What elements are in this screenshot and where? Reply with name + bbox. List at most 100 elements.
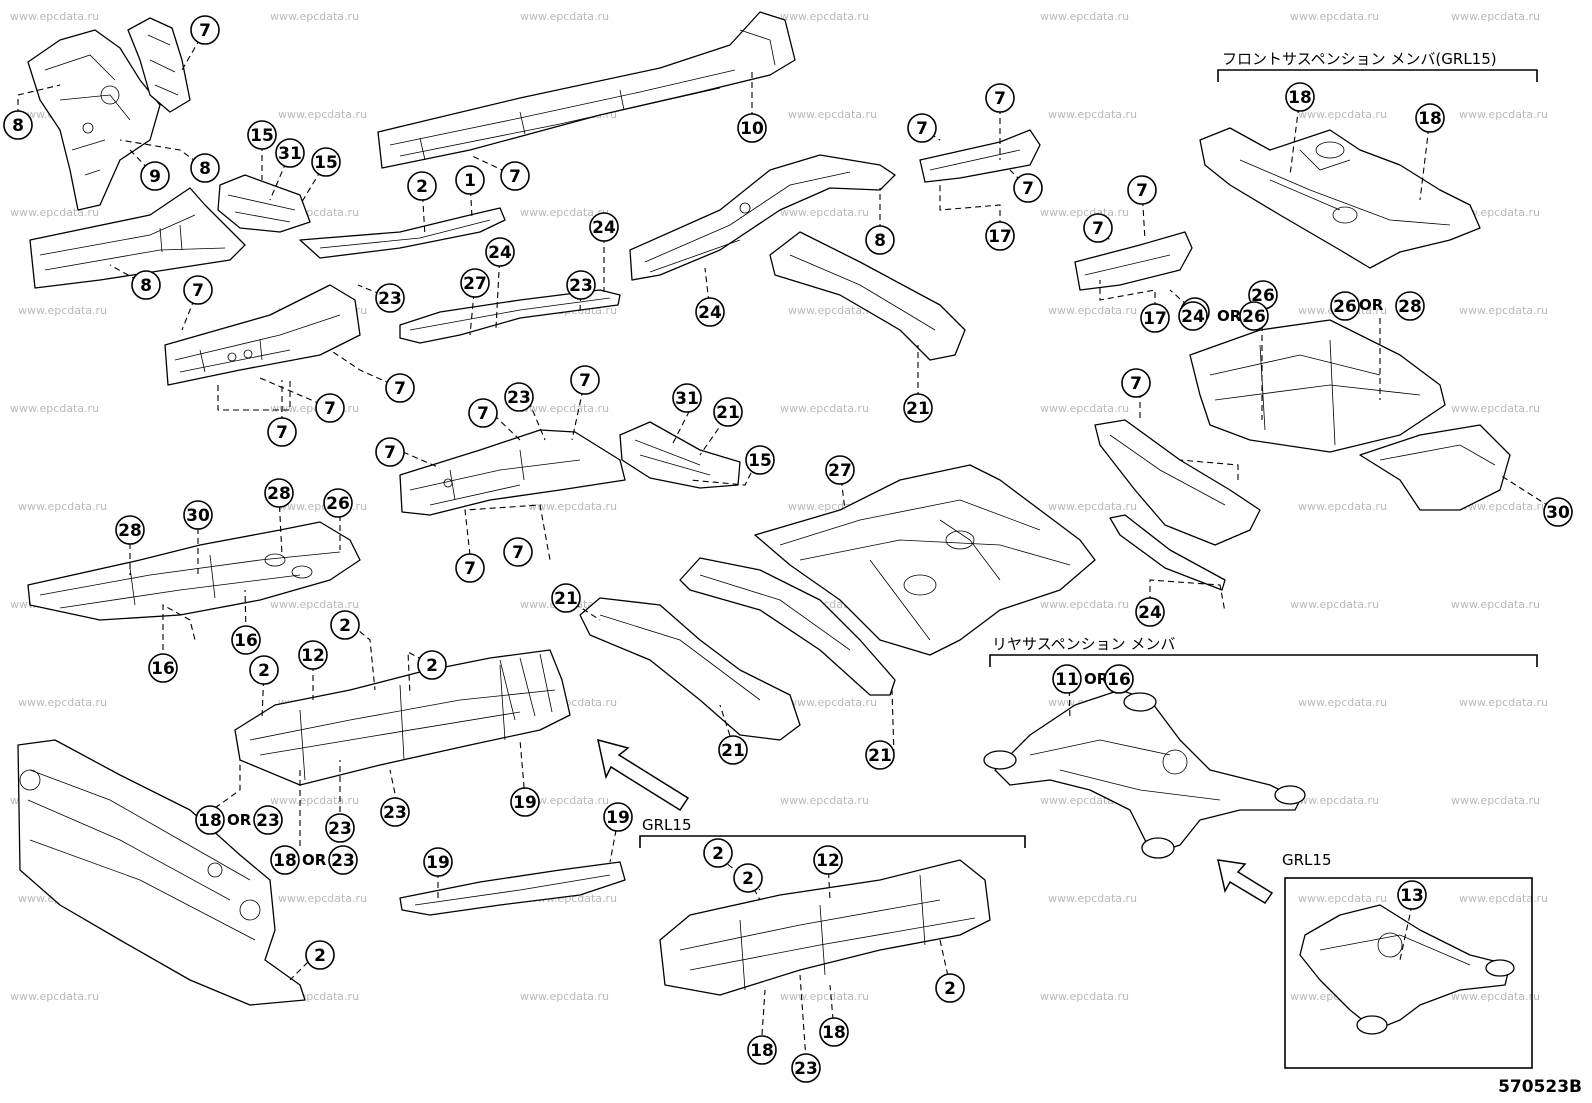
callout-number: 2 <box>742 869 754 889</box>
or-label: OR <box>227 811 252 829</box>
part-bracket-15 <box>217 174 311 233</box>
callout-7: 7 <box>468 398 498 428</box>
callout-circle <box>1415 103 1445 133</box>
callout-circle <box>1127 175 1157 205</box>
callout-circle <box>500 161 530 191</box>
watermark-text: www.epcdata.ru <box>520 402 609 415</box>
callout-number: 15 <box>314 153 338 173</box>
callout-2: 2 <box>417 650 447 680</box>
callout-circle <box>718 735 748 765</box>
callout-15: 15 <box>247 120 277 150</box>
callout-circle <box>551 583 581 613</box>
callout-2: 2 <box>407 171 437 201</box>
callout-7: 7 <box>190 15 220 45</box>
part-inset-suspension-member <box>1299 904 1515 1035</box>
callout-7: 7 <box>985 83 1015 113</box>
callout-9: 9 <box>140 161 170 191</box>
callout-number: 21 <box>554 589 578 609</box>
callout-number: 18 <box>1288 88 1312 108</box>
part-strip-1 <box>299 207 506 259</box>
callout-16: 16 <box>1104 664 1134 694</box>
callout-30: 30 <box>183 500 213 530</box>
callout-number: 31 <box>278 144 302 164</box>
callout-circle <box>253 805 283 835</box>
callout-circle <box>825 455 855 485</box>
watermark-text: www.epcdata.ru <box>520 990 609 1003</box>
callout-2: 2 <box>305 940 335 970</box>
callout-13: 13 <box>1397 880 1427 910</box>
callout-18: 18 <box>1285 82 1315 112</box>
front-suspension-bracket <box>1217 69 1538 82</box>
watermark-text: www.epcdata.ru <box>788 304 877 317</box>
callout-24: 24 <box>485 237 515 267</box>
watermark-text: www.epcdata.ru <box>18 696 107 709</box>
callout-number: 18 <box>273 851 297 871</box>
watermark-text: www.epcdata.ru <box>270 402 359 415</box>
callout-7: 7 <box>315 393 345 423</box>
watermark-text: www.epcdata.ru <box>278 892 367 905</box>
watermark-text: www.epcdata.ru <box>1451 598 1540 611</box>
part-rear-rail-inner <box>679 557 896 696</box>
callout-27: 27 <box>460 268 490 298</box>
group-frames <box>639 69 1538 1069</box>
watermark-text: www.epcdata.ru <box>1048 500 1137 513</box>
callout-8: 8 <box>190 153 220 183</box>
callout-number: 21 <box>868 746 892 766</box>
watermark-text: www.epcdata.ru <box>10 10 99 23</box>
watermark-text: www.epcdata.ru <box>1298 500 1387 513</box>
callout-number: 23 <box>328 819 352 839</box>
callout-27: 27 <box>825 455 855 485</box>
grl15-inset-frame <box>1284 877 1533 1069</box>
watermark-text: www.epcdata.ru <box>1040 10 1129 23</box>
watermark-text: www.epcdata.ru <box>1451 990 1540 1003</box>
callout-number: 9 <box>149 167 161 187</box>
callout-circle <box>589 212 619 242</box>
watermark-text: www.epcdata.ru <box>278 108 367 121</box>
callout-circle <box>733 863 763 893</box>
callout-number: 27 <box>828 461 852 481</box>
callout-circle <box>603 802 633 832</box>
callout-circle <box>148 653 178 683</box>
callout-number: 8 <box>199 159 211 179</box>
callout-number: 7 <box>477 404 489 424</box>
part-side-member-long <box>377 11 796 169</box>
callout-11: 11 <box>1052 664 1082 694</box>
callout-number: 17 <box>1143 309 1167 329</box>
callout-7: 7 <box>1127 175 1157 205</box>
callout-2: 2 <box>733 863 763 893</box>
callout-number: 26 <box>1242 307 1266 327</box>
callout-circle <box>985 221 1015 251</box>
part-front-apron <box>27 17 191 211</box>
part-rear-suspension-member <box>983 689 1306 859</box>
rear-suspension-bracket <box>989 654 1538 667</box>
callout-2: 2 <box>249 655 279 685</box>
watermark-text: www.epcdata.ru <box>780 990 869 1003</box>
callout-8: 8 <box>865 225 895 255</box>
callout-circle <box>305 940 335 970</box>
watermark-text: www.epcdata.ru <box>528 500 617 513</box>
callout-circle <box>903 393 933 423</box>
callout-number: 8 <box>874 231 886 251</box>
part-rear-floor-pan <box>1189 319 1446 453</box>
callout-circle <box>745 445 775 475</box>
part-front-floor-pan <box>27 521 361 621</box>
rear-suspension-member-label: リヤサスペンション メンバ <box>992 635 1175 653</box>
watermark-text: www.epcdata.ru <box>270 10 359 23</box>
callout-24: 24 <box>589 212 619 242</box>
callout-circle <box>115 515 145 545</box>
or-label: OR <box>1217 307 1242 325</box>
callout-circle <box>275 138 305 168</box>
callout-circle <box>865 225 895 255</box>
callout-circle <box>1543 497 1573 527</box>
callout-circle <box>375 283 405 313</box>
callout-circle <box>935 973 965 1003</box>
grl15-floor-label: GRL15 <box>642 816 692 834</box>
callout-number: 24 <box>1181 307 1205 327</box>
callout-23: 23 <box>375 283 405 313</box>
callout-number: 15 <box>250 126 274 146</box>
callout-number: 23 <box>569 276 593 296</box>
part-outlines <box>17 11 1515 1035</box>
callout-number: 7 <box>199 21 211 41</box>
callout-circle <box>325 813 355 843</box>
